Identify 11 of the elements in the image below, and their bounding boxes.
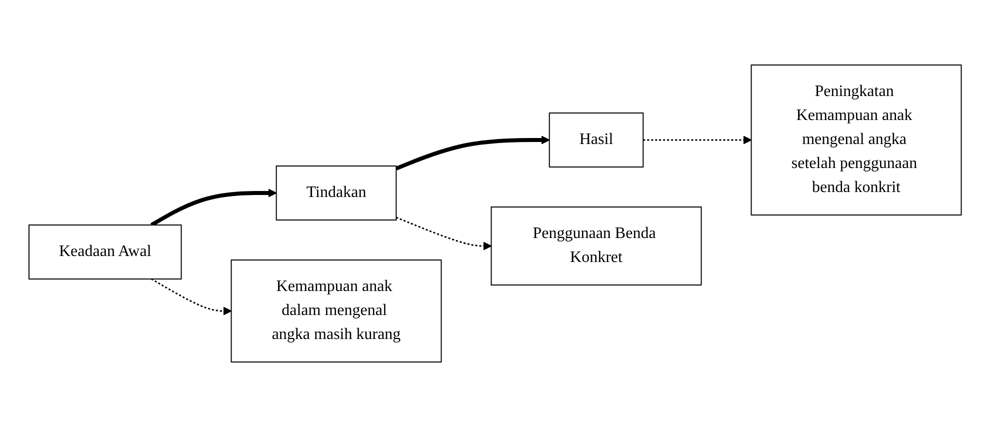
arrow (396, 216, 492, 250)
arrow (396, 136, 550, 170)
node-box: Penggunaan Benda Konkret (491, 206, 702, 286)
arrow (644, 136, 752, 144)
node-box: Tindakan (276, 166, 398, 220)
node-box: Kemampuan anak dalam mengenal angka masih kurang (231, 260, 442, 362)
node-box: Keadaan Awal (28, 224, 182, 280)
arrow (151, 278, 232, 316)
node-box: Hasil (549, 112, 644, 168)
arrow (150, 188, 278, 227)
node-box: Peningkatan Kemampuan anak mengenal angka setelah penggunaan benda konkrit (751, 64, 962, 216)
